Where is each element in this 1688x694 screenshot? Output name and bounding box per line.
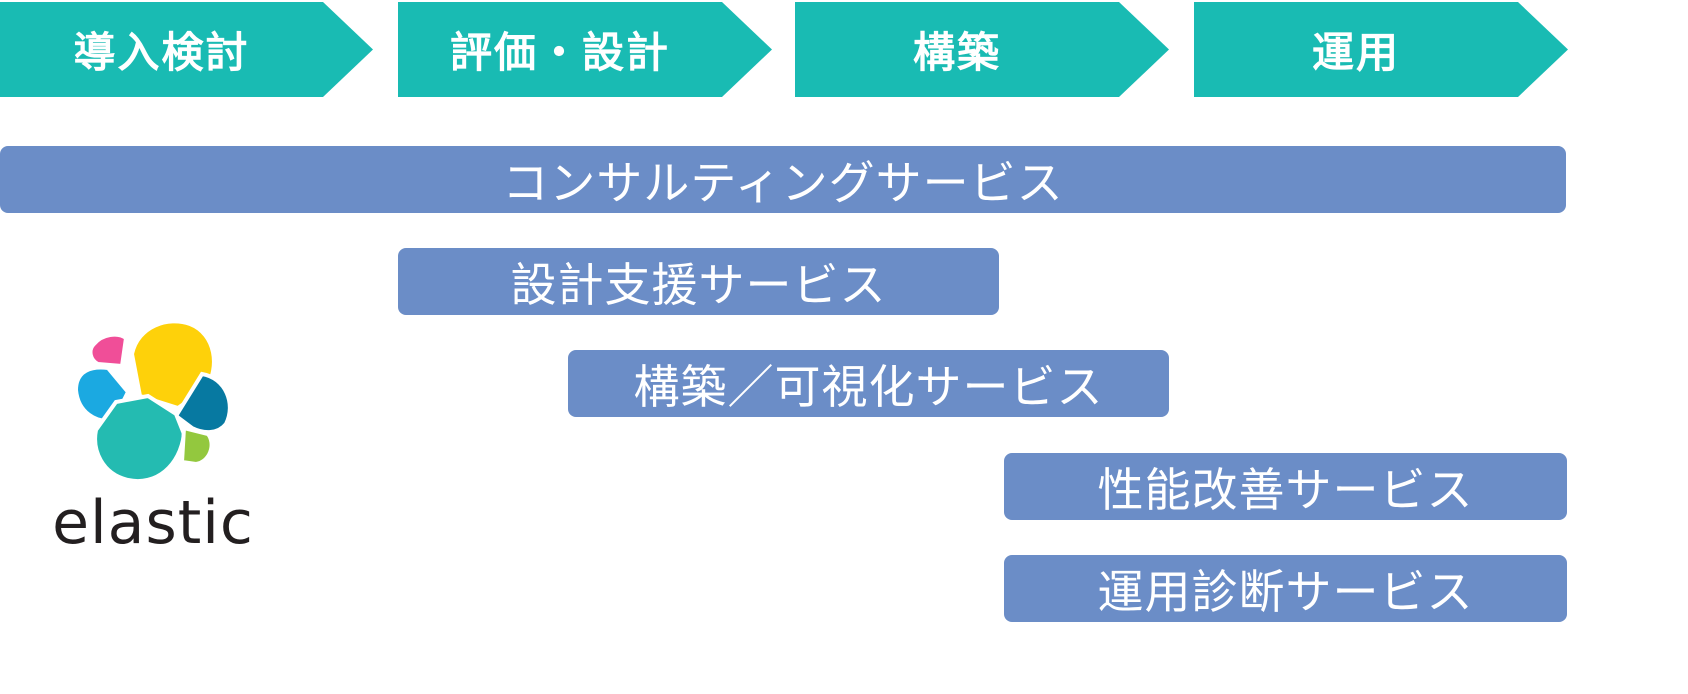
phase-label: 構築	[912, 28, 1001, 77]
phase-arrow-build: 構築	[795, 2, 1169, 97]
service-label: 性能改善サービス	[1097, 462, 1474, 517]
logo-pink-shape	[88, 332, 129, 369]
operation-diagnosis-service-bar: 運用診断サービス	[1004, 555, 1567, 622]
elastic-cluster-icon	[73, 319, 232, 484]
build-visualization-service-bar: 構築／可視化サービス	[568, 350, 1169, 417]
service-label: 設計支援サービス	[510, 257, 887, 312]
logo-green-shape	[179, 425, 214, 467]
phase-label: 運用	[1311, 28, 1400, 77]
phase-arrow-evaluation: 導入検討	[0, 2, 373, 97]
phase-arrow-design: 評価・設計	[398, 2, 772, 97]
service-label: 構築／可視化サービス	[633, 359, 1104, 414]
service-label: コンサルティングサービス	[502, 155, 1064, 210]
elastic-logo-text: elastic	[52, 488, 254, 558]
phase-arrow-operation: 運用	[1194, 2, 1568, 97]
design-support-service-bar: 設計支援サービス	[398, 248, 999, 315]
consulting-service-bar: コンサルティングサービス	[0, 146, 1566, 213]
performance-service-bar: 性能改善サービス	[1004, 453, 1567, 520]
phase-label: 導入検討	[73, 28, 250, 77]
phase-label: 評価・設計	[449, 28, 670, 77]
elastic-logo: elastic	[48, 316, 258, 566]
service-label: 運用診断サービス	[1097, 564, 1474, 619]
